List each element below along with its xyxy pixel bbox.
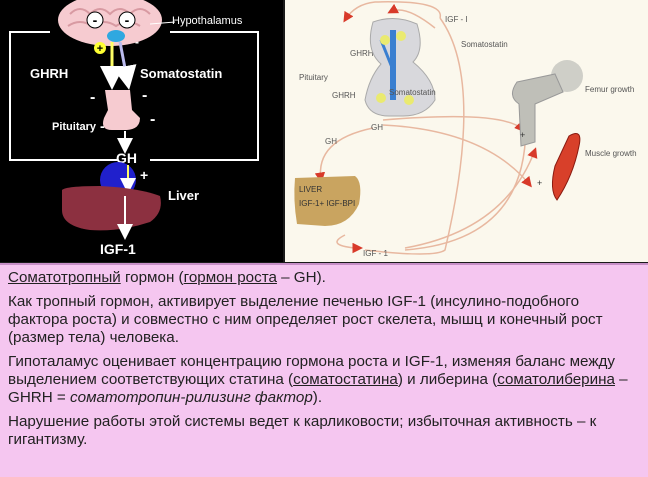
somatostatin-arrow: [112, 41, 137, 90]
label-liver: Liver: [168, 188, 199, 203]
pituitary-icon: [103, 90, 140, 130]
liver-icon: [294, 176, 361, 226]
curve-gh-muscle: [382, 124, 532, 188]
label-gh-stalk: GH: [371, 123, 383, 132]
label-somatostatin-mid: Somatostatin: [389, 88, 436, 97]
paragraph-2: Как тропный гормон, активирует выделение…: [8, 293, 603, 346]
curve-igf1-loop: [364, 17, 465, 255]
minus-sign: -: [150, 111, 155, 128]
description-panel: Соматотропный гормон (гормон роста – GH)…: [0, 263, 648, 477]
label-igf1: IGF-1: [100, 241, 136, 257]
minus-sign: -: [135, 35, 139, 49]
liver-icon: [62, 186, 161, 231]
curve-gh-liver: [314, 127, 374, 183]
plus-sign: +: [537, 178, 542, 188]
paragraph-1: Соматотропный гормон (гормон роста – GH)…: [8, 269, 326, 286]
curve-liver-igf1: [336, 234, 363, 254]
label-igf1-bottom: IGF - 1: [363, 249, 388, 258]
paragraph-3: Гипоталамус оценивает концентрацию гормо…: [8, 353, 628, 406]
term-somatoliberin: соматолиберина: [497, 371, 615, 388]
term-releasing-factor: соматотропин-рилизинг фактор: [70, 389, 313, 406]
curve-igf1-muscle: [404, 147, 538, 249]
label-pituitary-right: Pituitary: [299, 73, 328, 82]
label-liver-product: IGF-1+ IGF-BPI: [299, 199, 355, 208]
label-pituitary: Pituitary: [52, 121, 97, 133]
left-feedback-diagram: - - + - Hypothalamus GHRH Somatostatin -…: [0, 0, 283, 262]
minus-circle-icon: [118, 11, 136, 29]
hypothalamus-nucleus-icon: [107, 30, 125, 42]
label-ghrh: GHRH: [30, 66, 68, 81]
label-somatostatin: Somatostatin: [140, 66, 222, 81]
left-loop-line-right: [150, 31, 259, 161]
paragraph-4: Нарушение работы этой системы ведет к ка…: [8, 413, 597, 448]
minus-sign: -: [125, 12, 130, 28]
term-growth-hormone: гормон роста: [183, 269, 277, 286]
left-loop-line-left: [9, 31, 118, 161]
minus-sign: -: [93, 12, 98, 28]
label-somatostatin-top: Somatostatin: [461, 40, 508, 49]
plus-sign: +: [97, 43, 103, 55]
label-liver-right: LIVER: [299, 185, 322, 194]
minus-sign: -: [142, 87, 147, 104]
curve-somatostatin: [387, 3, 436, 29]
plus-sign: +: [520, 130, 525, 140]
label-ghrh-mid: GHRH: [332, 91, 356, 100]
muscle-icon: [551, 133, 581, 201]
left-diagram-svg: - - + - Hypothalamus GHRH Somatostatin -…: [9, 0, 259, 257]
minus-sign: -: [100, 118, 105, 134]
right-diagram-svg: IGF - I Somatostatin GHRH Pituitary GHRH…: [294, 1, 637, 258]
label-femur-growth: Femur growth: [585, 85, 634, 94]
label-igf1-top: IGF - I: [445, 15, 468, 24]
plus-sign: +: [140, 167, 148, 183]
femur-icon: [512, 60, 583, 147]
label-gh: GH: [116, 150, 137, 166]
term-somatotropic: Соматотропный: [8, 269, 121, 286]
label-gh-side: GH: [325, 137, 337, 146]
label-hypothalamus: Hypothalamus: [172, 15, 243, 27]
hypothalamus-pointer: [149, 21, 176, 25]
hypothalamus-pituitary-icon: [364, 18, 436, 117]
curve-gh-femur: [382, 115, 526, 133]
term-somatostatin: соматостатина: [293, 371, 398, 388]
right-growth-diagram: IGF - I Somatostatin GHRH Pituitary GHRH…: [285, 0, 648, 262]
label-ghrh-top: GHRH: [350, 49, 374, 58]
label-muscle-growth: Muscle growth: [585, 149, 637, 158]
curve-igf1-top: [343, 1, 441, 23]
minus-circle-icon: [86, 11, 104, 29]
minus-sign: -: [90, 89, 95, 106]
plus-circle-icon: [94, 42, 106, 54]
